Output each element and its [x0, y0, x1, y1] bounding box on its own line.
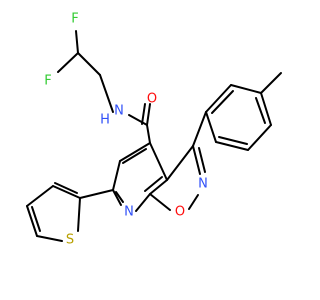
bond-aryl-3-inner: [255, 97, 266, 124]
bond-n-c3: [192, 145, 201, 175]
bond-c3-c3a: [166, 145, 194, 181]
fluorine-label-top: F: [71, 12, 78, 27]
difluoroethyl-group: [57, 30, 114, 113]
bond-carbonyl-c4: [146, 124, 151, 144]
bond-th-c3-c4: [26, 185, 54, 207]
bond-aryl-5-inner: [218, 136, 248, 145]
bond-c7a-c3a-inner: [144, 176, 163, 192]
bond-c7a-c3a: [149, 179, 168, 195]
amide-group: [128, 103, 151, 144]
amide-nitrogen-label: N: [114, 104, 124, 119]
bond-carbonyl-o-2: [141, 103, 146, 125]
bond-aryl-6: [205, 111, 217, 143]
bond-o-n: [188, 194, 199, 210]
thiophene-group: [26, 182, 114, 242]
bond-aryl-2: [230, 84, 262, 94]
bond-c4-c5-inner: [122, 148, 147, 164]
bond-c4-c5: [119, 142, 151, 162]
bond-c6-thienyl: [79, 189, 114, 199]
bond-aryl-1-inner: [211, 90, 234, 114]
isoxazole-nitrogen-label: N: [198, 177, 208, 192]
bond-c5-c6: [112, 160, 121, 191]
bond-f-chf: [75, 30, 79, 54]
bond-th-c4-c5: [26, 205, 38, 237]
pyridine-ring: [112, 142, 168, 212]
bond-ch2-n: [99, 74, 114, 113]
bond-c3a-c4: [149, 142, 168, 181]
bond-n-c3-inner: [198, 147, 206, 173]
amide-hydrogen-label: H: [100, 113, 110, 128]
bond-aryl-1: [205, 84, 232, 113]
isoxazole-ring: [149, 145, 206, 211]
thiophene-sulfur-label: S: [66, 233, 74, 248]
bond-th-c4-c5-inner: [31, 206, 41, 232]
bond-aryl-3: [260, 92, 272, 126]
bond-c3-aryl: [192, 111, 207, 147]
bond-c6-n: [112, 189, 122, 206]
bond-carbonyl-o-1: [146, 103, 151, 126]
bond-chf-f: [57, 52, 79, 73]
bond-th-c2-c3: [52, 185, 81, 199]
fluorine-label-left: F: [44, 74, 51, 89]
molecule-canvas: F F N H O N O N S: [26, 11, 282, 248]
bond-aryl-5: [215, 141, 249, 151]
carbonyl-oxygen-label: O: [147, 92, 157, 107]
bond-th-c2-c3-inner: [54, 182, 78, 194]
bond-th-c5-s: [36, 235, 63, 242]
bond-methyl: [260, 72, 282, 94]
pyridine-nitrogen-label: N: [124, 205, 134, 220]
bond-n-c7a: [135, 193, 151, 212]
bond-aryl-4: [247, 124, 272, 151]
bond-c6-n-inner: [115, 191, 124, 203]
molecule-structure: F F N H O N O N S: [26, 12, 282, 248]
bond-c7a-o: [149, 193, 171, 211]
tolyl-group: [192, 72, 282, 151]
bond-n-carbonyl: [128, 114, 148, 126]
bond-th-s-c2: [77, 197, 81, 232]
isoxazole-oxygen-label: O: [175, 205, 185, 220]
bond-chf-ch2: [77, 52, 101, 76]
